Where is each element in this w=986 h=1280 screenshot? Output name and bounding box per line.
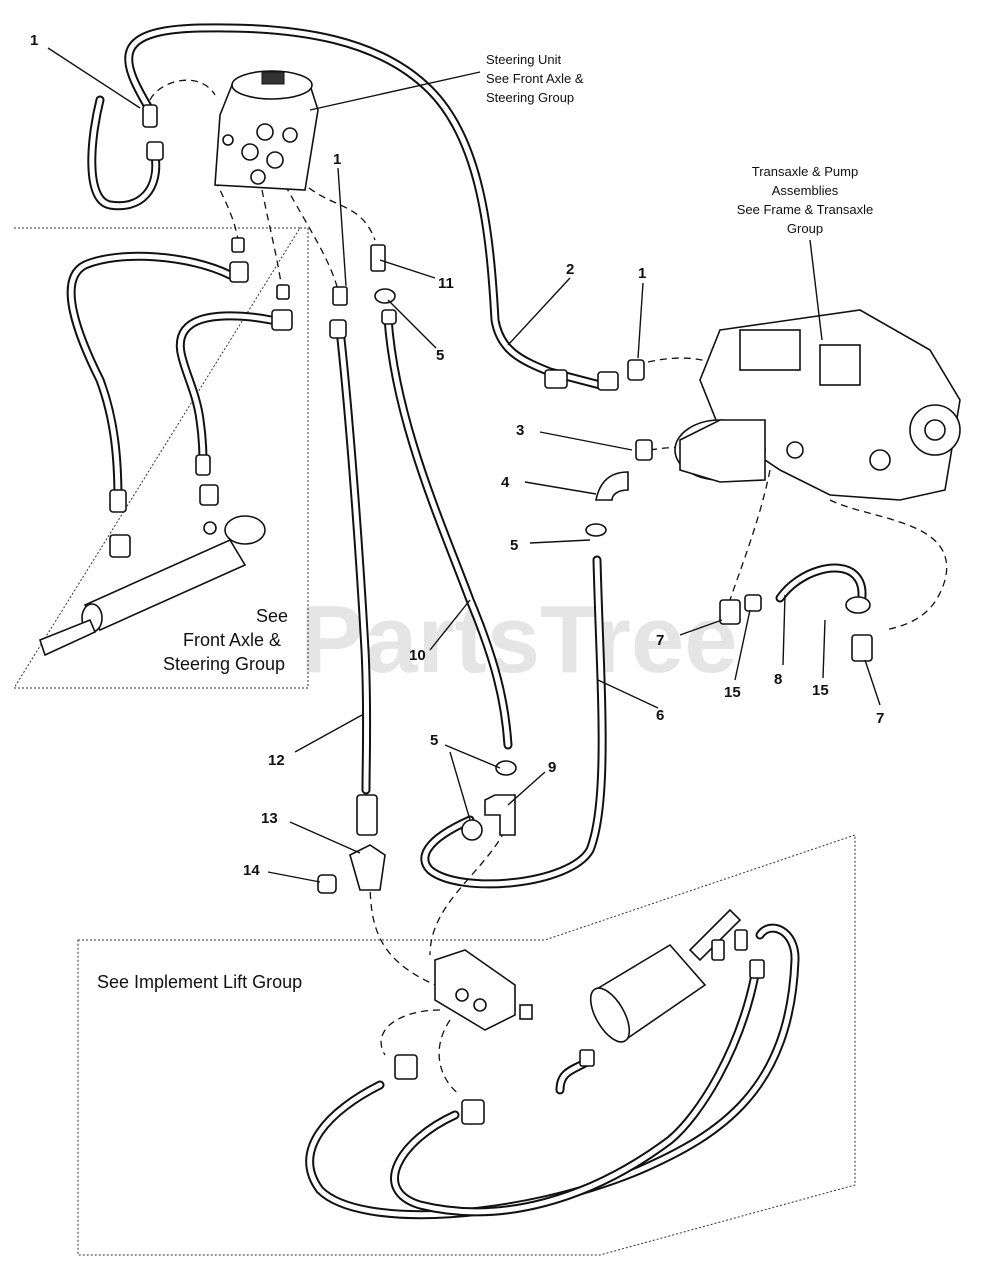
callout-2: 2: [566, 261, 574, 278]
front-axle-note: See Front Axle & Steering Group: [163, 606, 288, 674]
callout-15-right: 15: [812, 682, 829, 699]
callout-5-bottom: 5: [430, 732, 438, 749]
transaxle-line-3: See Frame & Transaxle: [737, 202, 874, 217]
transaxle-note: Transaxle & Pump Assemblies See Frame & …: [737, 164, 874, 236]
callout-12: 12: [268, 752, 285, 769]
transaxle-line-1: Transaxle & Pump: [752, 164, 858, 179]
callout-9: 9: [548, 759, 556, 776]
leader-lines: [47, 47, 881, 883]
steering-unit-line-3: Steering Group: [486, 90, 574, 105]
callout-10: 10: [409, 647, 426, 664]
callout-7-right: 7: [876, 710, 884, 727]
steering-unit-note: Steering Unit See Front Axle & Steering …: [486, 52, 584, 105]
steering-cylinder: [39, 515, 266, 657]
transaxle-pump-assembly: [674, 309, 961, 501]
implement-lift-cylinder: [579, 908, 765, 1067]
fittings: [109, 104, 873, 894]
callout-4: 4: [501, 474, 510, 491]
steering-unit-line-2: See Front Axle &: [486, 71, 584, 86]
callout-5-mid: 5: [510, 537, 518, 554]
callout-1-left: 1: [30, 32, 38, 49]
front-axle-steering-box: [13, 227, 309, 689]
watermark: PartsTree: [300, 586, 738, 693]
callout-7-left: 7: [656, 632, 664, 649]
callout-1-center: 1: [333, 151, 341, 168]
callout-8: 8: [774, 671, 782, 688]
callout-14: 14: [243, 862, 260, 879]
callout-6: 6: [656, 707, 664, 724]
front-axle-line-2: Front Axle &: [183, 630, 281, 650]
callout-numbers: 1 1 1 11 2 5 3 4 5 7 15 8 15 7 10 6 12 5…: [30, 32, 884, 879]
callout-5-top: 5: [436, 347, 444, 364]
callout-11: 11: [438, 275, 454, 292]
front-axle-line-1: See: [256, 606, 288, 626]
callout-15-left: 15: [724, 684, 741, 701]
hose-lines: [66, 23, 867, 1220]
callout-1-right: 1: [638, 265, 646, 282]
callout-3: 3: [516, 422, 524, 439]
steering-unit-line-1: Steering Unit: [486, 52, 562, 67]
implement-lift-note: See Implement Lift Group: [97, 972, 302, 992]
implement-lift-valve: [394, 949, 533, 1125]
transaxle-line-2: Assemblies: [772, 183, 839, 198]
front-axle-line-3: Steering Group: [163, 654, 285, 674]
implement-lift-box: [77, 834, 856, 1256]
steering-unit: [214, 70, 319, 191]
transaxle-line-4: Group: [787, 221, 823, 236]
callout-13: 13: [261, 810, 278, 827]
